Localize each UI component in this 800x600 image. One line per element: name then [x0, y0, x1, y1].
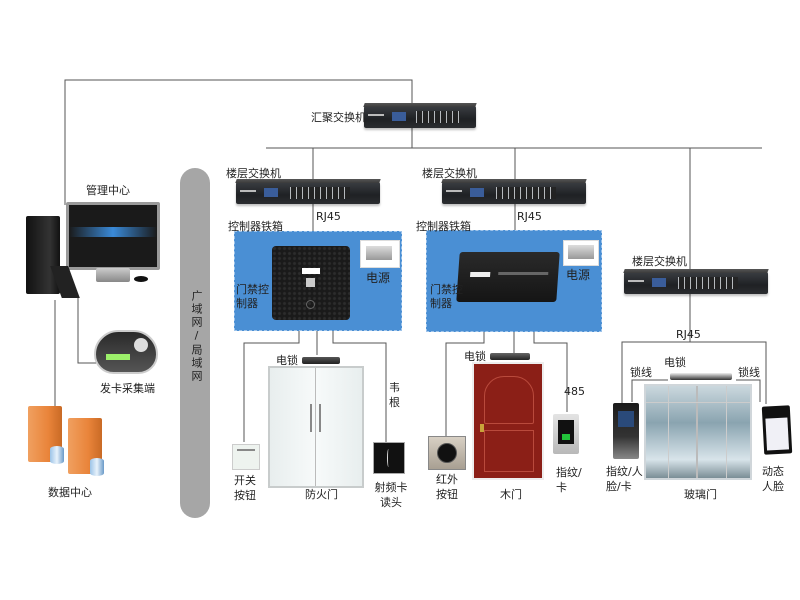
- access-controller-1: [272, 246, 350, 320]
- power-1-label: 电源: [366, 271, 391, 285]
- database-icon-1: [50, 446, 64, 464]
- electric-lock-1: [302, 357, 340, 364]
- rs485-label: 485: [564, 385, 585, 398]
- lock-3-label: 电锁: [664, 356, 686, 369]
- floor-switch-3-label: 楼层交换机: [632, 255, 687, 268]
- cabinet-2-label: 控制器铁箱: [416, 220, 471, 233]
- fingerprint-card-label: 指纹/卡: [556, 466, 582, 494]
- fingerprint-reader: [553, 414, 579, 454]
- monitor-icon: [66, 202, 160, 270]
- door-handle-icon: [480, 424, 484, 432]
- fingerprint-sensor-icon: [134, 338, 148, 352]
- floor-switch-1-label: 楼层交换机: [226, 167, 281, 180]
- controller-led-icon: [306, 300, 315, 309]
- power-supply-2: [563, 240, 599, 266]
- lock-wire-left-label: 锁线: [630, 366, 652, 379]
- zkteco-logo: [302, 268, 320, 274]
- fire-door-label: 防火门: [305, 488, 338, 501]
- floor-switch-3: [623, 269, 769, 294]
- ir-exit-button: [428, 436, 466, 470]
- controller-2-label: 门禁控制器: [430, 283, 463, 310]
- core-switch-label: 汇聚交换机: [311, 111, 366, 124]
- rj45-label-2: RJ45: [517, 210, 542, 223]
- fire-door: [268, 366, 364, 488]
- dynamic-face-label: 动态人脸: [762, 465, 784, 493]
- wire-wiegand: [332, 320, 387, 442]
- monitor-stand-icon: [96, 268, 130, 282]
- rf-reader-label: 射频卡读头: [374, 481, 408, 509]
- floor-switch-1: [235, 179, 381, 204]
- power-2-label: 电源: [566, 268, 591, 282]
- wire-lock-line-left: [631, 379, 668, 402]
- zkteco-logo: [106, 354, 130, 360]
- floor-switch-2: [441, 179, 587, 204]
- ir-button-label: 红外按钮: [436, 473, 458, 501]
- pc-tower-icon: [26, 216, 60, 294]
- rj45-label-1: RJ45: [316, 210, 341, 223]
- wire-glass-branch: [621, 341, 767, 404]
- floor-switch-2-label: 楼层交换机: [422, 167, 477, 180]
- controller-1-label: 门禁控制器: [236, 283, 269, 310]
- wan-lan-bar: 广域网/局域网: [180, 168, 210, 518]
- electric-lock-3: [670, 373, 732, 380]
- cabinet-1-label: 控制器铁箱: [228, 220, 283, 233]
- controller-chip-icon: [306, 278, 315, 287]
- fingerprint-sensor-icon: [562, 434, 570, 440]
- data-center-label: 数据中心: [48, 486, 92, 499]
- lock-wire-right-label: 锁线: [738, 366, 760, 379]
- lock-1-label: 电锁: [276, 354, 298, 367]
- wood-door: [472, 362, 544, 480]
- wire-exit-button: [243, 320, 300, 442]
- wiegand-label: 韦根: [389, 381, 400, 409]
- mouse-icon: [134, 276, 148, 282]
- glass-door: [644, 384, 752, 480]
- rj45-label-3: RJ45: [676, 328, 701, 341]
- rf-card-reader: [373, 442, 405, 474]
- network-label: 广域网/局域网: [190, 290, 203, 383]
- wire-core-to-management: [64, 79, 413, 205]
- fp-face-card-label: 指纹/人脸/卡: [606, 465, 643, 493]
- face-fingerprint-terminal: [613, 403, 639, 459]
- wire-lock-line-right: [736, 379, 761, 402]
- exit-button-device: [232, 444, 260, 470]
- access-controller-2: [456, 252, 560, 302]
- zkteco-logo: [470, 272, 491, 277]
- card-enroller-label: 发卡采集端: [100, 382, 155, 395]
- dynamic-face-terminal: [761, 405, 793, 455]
- exit-button-label: 开关按钮: [234, 474, 256, 502]
- lock-2-label: 电锁: [464, 350, 486, 363]
- glass-door-label: 玻璃门: [684, 488, 717, 501]
- management-center-label: 管理中心: [86, 184, 130, 197]
- terminal-screen: [618, 411, 634, 427]
- card-enroller-device: [94, 330, 158, 374]
- terminal-screen: [765, 417, 790, 451]
- electric-lock-2: [490, 353, 530, 360]
- wood-door-label: 木门: [500, 488, 522, 501]
- power-supply-1: [360, 240, 400, 268]
- wire-enroller: [77, 298, 98, 364]
- database-icon-2: [90, 458, 104, 476]
- core-switch: [363, 103, 477, 128]
